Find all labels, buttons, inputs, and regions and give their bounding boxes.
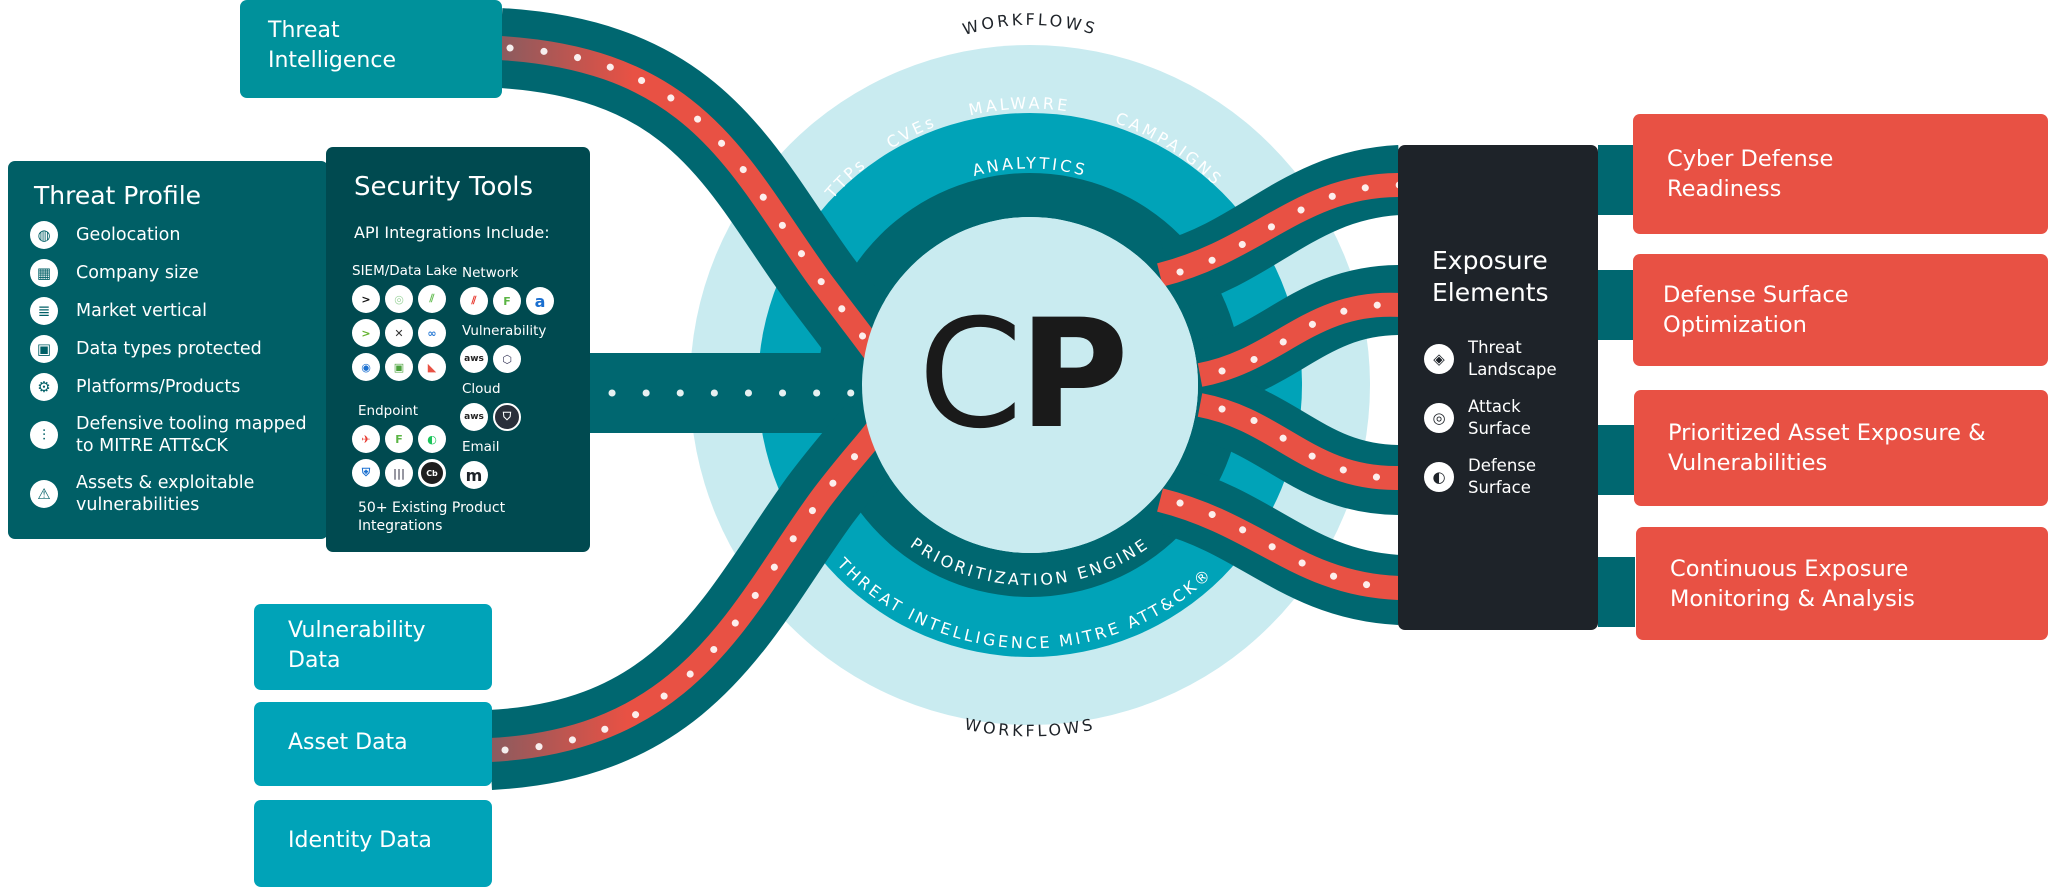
- exposure-elements-panel: Exposure Elements ◈Threat Landscape ◎Att…: [1398, 145, 1598, 630]
- threat-profile-item: ⚙Platforms/Products: [30, 373, 240, 401]
- aws-logo-icon: aws: [460, 345, 488, 373]
- source-threat-intelligence: Threat Intelligence: [240, 0, 502, 98]
- siem-logos-row-3: ◉ ▣ ◣: [352, 353, 446, 381]
- siem-logo-icon: ∞: [418, 319, 446, 347]
- siem-logos-row-2: > ✕ ∞: [352, 319, 446, 347]
- source-vulnerability-data: Vulnerability Data: [254, 604, 492, 690]
- endpoint-logo-icon: Cb: [418, 459, 446, 487]
- vulnerability-logos: aws ⬡: [460, 345, 521, 373]
- laptop-gear-icon: ⚙: [30, 373, 58, 401]
- email-logo-icon: m: [460, 461, 488, 489]
- network-logo-icon: F: [493, 287, 521, 315]
- outcome-cyber-defense-readiness: Cyber Defense Readiness: [1633, 114, 2048, 234]
- cp-logo: CP: [918, 288, 1129, 462]
- category-network: Network: [462, 265, 519, 281]
- outcome-prioritized-asset-exposure: Prioritized Asset Exposure & Vulnerabili…: [1634, 390, 2048, 506]
- outcome-defense-surface-optimization: Defense Surface Optimization: [1633, 254, 2048, 366]
- threat-profile-item: ⚠Assets & exploitable vulnerabilities: [30, 472, 254, 516]
- siem-logo-icon: ◉: [352, 353, 380, 381]
- endpoint-logo-icon: ✈: [352, 425, 380, 453]
- network-logo-icon: a: [526, 287, 554, 315]
- siem-logos-row-1: > ◎ ⫽: [352, 285, 446, 313]
- shield-icon: ◐: [1424, 462, 1454, 492]
- siem-logo-icon: ◣: [418, 353, 446, 381]
- globe-icon: ◍: [30, 221, 58, 249]
- source-identity-data: Identity Data: [254, 800, 492, 887]
- security-tools-title: Security Tools: [354, 172, 534, 202]
- source-asset-data: Asset Data: [254, 702, 492, 786]
- security-tools-panel: Security Tools API Integrations Include:…: [326, 147, 590, 552]
- outcome-continuous-exposure-monitoring: Continuous Exposure Monitoring & Analysi…: [1636, 527, 2048, 640]
- security-tools-subtitle: API Integrations Include:: [354, 223, 550, 242]
- diamond-alert-icon: ◈: [1424, 344, 1454, 374]
- warning-icon: ⚠: [30, 480, 58, 508]
- building-icon: ▦: [30, 259, 58, 287]
- category-siem: SIEM/Data Lake: [352, 263, 458, 279]
- threat-profile-item: ▣Data types protected: [30, 335, 262, 363]
- target-icon: ◎: [1424, 403, 1454, 433]
- vulnerability-logo-icon: ⬡: [493, 345, 521, 373]
- exposure-item: ◎Attack Surface: [1424, 396, 1531, 440]
- email-logos: m: [460, 461, 488, 489]
- aws-logo-icon: aws: [460, 403, 488, 431]
- threat-profile-item: ▦Company size: [30, 259, 199, 287]
- category-endpoint: Endpoint: [358, 403, 419, 419]
- exposure-elements-title: Exposure Elements: [1432, 246, 1549, 307]
- category-cloud: Cloud: [462, 381, 501, 397]
- exposure-item: ◈Threat Landscape: [1424, 337, 1557, 381]
- sort-list-icon: ≣: [30, 297, 58, 325]
- endpoint-logos-row-1: ✈ F ◐: [352, 425, 446, 453]
- endpoint-logo-icon: ◐: [418, 425, 446, 453]
- threat-profile-item: ⫶Defensive tooling mapped to MITRE ATT&C…: [30, 413, 307, 457]
- endpoint-logos-row-2: ⛨ ||| Cb: [352, 459, 446, 487]
- threat-profile-item: ≣Market vertical: [30, 297, 207, 325]
- network-logos: ⫽ F a: [460, 287, 554, 315]
- hub-core: [862, 217, 1198, 553]
- threat-profile-title: Threat Profile: [34, 181, 202, 210]
- siem-logo-icon: ✕: [385, 319, 413, 347]
- sliders-icon: ⫶: [30, 421, 58, 449]
- siem-logo-icon: ◎: [385, 285, 413, 313]
- security-tools-footer: 50+ Existing Product Integrations: [358, 500, 506, 534]
- siem-logo-icon: >: [352, 319, 380, 347]
- network-logo-icon: ⫽: [460, 287, 488, 315]
- endpoint-logo-icon: F: [385, 425, 413, 453]
- threat-profile-item: ◍Geolocation: [30, 221, 180, 249]
- cloud-logos: aws ⛉: [460, 403, 521, 431]
- endpoint-logo-icon: ⛨: [352, 459, 380, 487]
- category-email: Email: [462, 439, 500, 455]
- database-icon: ▣: [30, 335, 58, 363]
- siem-logo-icon: ⫽: [418, 285, 446, 313]
- ring-label-workflows-top: WORKFLOWS: [960, 10, 1099, 39]
- threat-profile-panel: Threat Profile ◍Geolocation ▦Company siz…: [8, 161, 328, 539]
- exposure-item: ◐Defense Surface: [1424, 455, 1536, 499]
- endpoint-logo-icon: |||: [385, 459, 413, 487]
- siem-logo-icon: ▣: [385, 353, 413, 381]
- cloud-logo-icon: ⛉: [493, 403, 521, 431]
- siem-logo-icon: >: [352, 285, 380, 313]
- category-vulnerability: Vulnerability: [462, 323, 547, 339]
